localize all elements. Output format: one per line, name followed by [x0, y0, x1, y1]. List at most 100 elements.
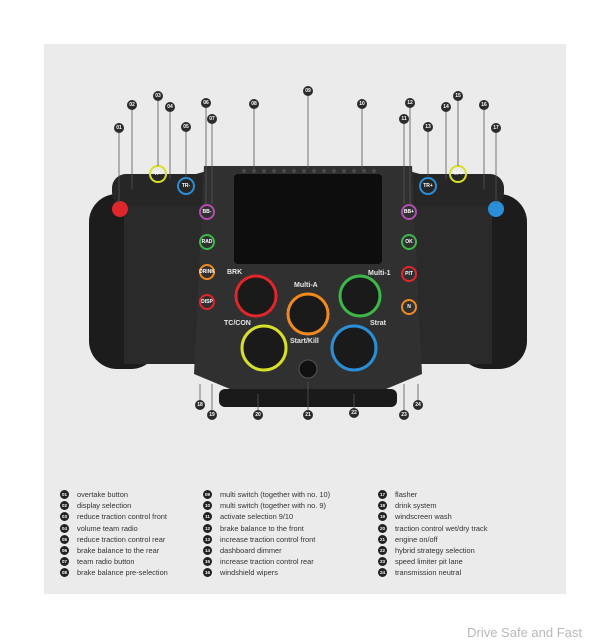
callout-24: 24	[413, 400, 423, 410]
tc-con-knob	[240, 324, 288, 372]
legend-text: volume team radio	[77, 523, 138, 533]
legend-number: 20	[378, 523, 387, 533]
disp-label: DISP	[201, 299, 213, 305]
legend-text: increase traction control front	[220, 534, 316, 544]
steering-wheel-graphic	[89, 94, 527, 412]
legend-number: 01	[60, 490, 69, 500]
legend-text: drink system	[395, 501, 437, 511]
legend-text: transmission neutral	[395, 568, 462, 578]
callout-05: 05	[181, 122, 191, 132]
shift-led-row	[242, 169, 376, 173]
legend-item: 05 reduce traction control rear	[60, 534, 168, 545]
multi-1-knob	[338, 274, 382, 318]
legend-number: 02	[60, 501, 69, 511]
callout-21: 21	[303, 410, 313, 420]
multi-1-label: Multi-1	[368, 270, 391, 277]
legend-number: 22	[378, 546, 387, 556]
legend-item: 11 activate selection 9/10	[203, 511, 330, 522]
tr-minus-label: TR-	[181, 183, 191, 189]
legend-text: windshield wipers	[220, 568, 278, 578]
display-screen	[234, 174, 382, 264]
callout-11: 11	[399, 114, 409, 124]
legend-number: 24	[378, 568, 387, 578]
legend-number: 10	[203, 501, 212, 511]
brk-knob	[234, 274, 278, 318]
legend-item: 16 windshield wipers	[203, 567, 330, 578]
legend-text: activate selection 9/10	[220, 512, 294, 522]
legend-text: team radio button	[77, 557, 135, 567]
callout-23: 23	[399, 410, 409, 420]
start-kill-label: Start/Kill	[290, 338, 319, 345]
rad-label: RAD	[201, 239, 213, 245]
callout-07: 07	[207, 114, 217, 124]
callout-14: 14	[441, 102, 451, 112]
tf-minus-label: TF-	[154, 171, 162, 177]
legend-text: reduce traction control rear	[77, 534, 166, 544]
strat-label: Strat	[370, 320, 386, 327]
legend-text: multi switch (together with no. 10)	[220, 490, 331, 500]
legend-text: multi switch (together with no. 9)	[220, 501, 326, 511]
bb-plus-label: BB+	[403, 209, 415, 215]
legend-item: 14 dashboard dimmer	[203, 545, 330, 556]
multi-a-knob	[286, 292, 330, 336]
tf-plus-label: TF+	[453, 171, 463, 177]
legend-text: engine on/off	[395, 534, 438, 544]
strat-knob	[330, 324, 378, 372]
legend-number: 21	[378, 534, 387, 544]
legend-number: 05	[60, 534, 69, 544]
right-arm	[402, 169, 492, 364]
legend-number: 14	[203, 546, 212, 556]
legend-item: 24 transmission neutral	[378, 567, 487, 578]
drink-ring	[199, 264, 215, 280]
callout-06: 06	[201, 98, 211, 108]
legend-item: 19 windscreen wash	[378, 511, 487, 522]
legend-number: 23	[378, 557, 387, 567]
bb-minus-ring	[199, 204, 215, 220]
callout-08: 08	[249, 99, 259, 109]
legend-item: 04 volume team radio	[60, 523, 168, 534]
legend-number: 16	[203, 568, 212, 578]
legend-text: flasher	[395, 490, 418, 500]
n-label: N	[407, 304, 411, 310]
legend-number: 19	[378, 512, 387, 522]
callout-16: 16	[479, 100, 489, 110]
callout-19: 19	[207, 410, 217, 420]
callout-09: 09	[303, 86, 313, 96]
legend-number: 11	[203, 512, 212, 522]
overtake-button-graphic	[112, 201, 128, 217]
callout-22: 22	[349, 408, 359, 418]
infographic-sheet: BRK Multi-A Multi-1 TC/CON Strat Start/K…	[44, 44, 566, 594]
callout-04: 04	[165, 102, 175, 112]
legend-number: 06	[60, 546, 69, 556]
legend-text: increase traction control rear	[220, 557, 314, 567]
ok-ring	[401, 234, 417, 250]
legend-number: 12	[203, 523, 212, 533]
legend-number: 04	[60, 523, 69, 533]
callout-17: 17	[491, 123, 501, 133]
legend-text: dashboard dimmer	[220, 546, 282, 556]
pit-label: PIT	[405, 271, 413, 277]
callout-03: 03	[153, 91, 163, 101]
multi-a-label: Multi-A	[294, 282, 318, 289]
callout-13: 13	[423, 122, 433, 132]
bb-minus-label: BB-	[202, 209, 212, 215]
pit-ring	[401, 266, 417, 282]
flasher-button-graphic	[488, 201, 504, 217]
legend-number: 08	[60, 568, 69, 578]
leader-lines	[118, 94, 497, 412]
legend-text: windscreen wash	[395, 512, 452, 522]
legend-number: 03	[60, 512, 69, 522]
steering-wheel-illustration: BRK Multi-A Multi-1 TC/CON Strat Start/K…	[44, 44, 566, 484]
